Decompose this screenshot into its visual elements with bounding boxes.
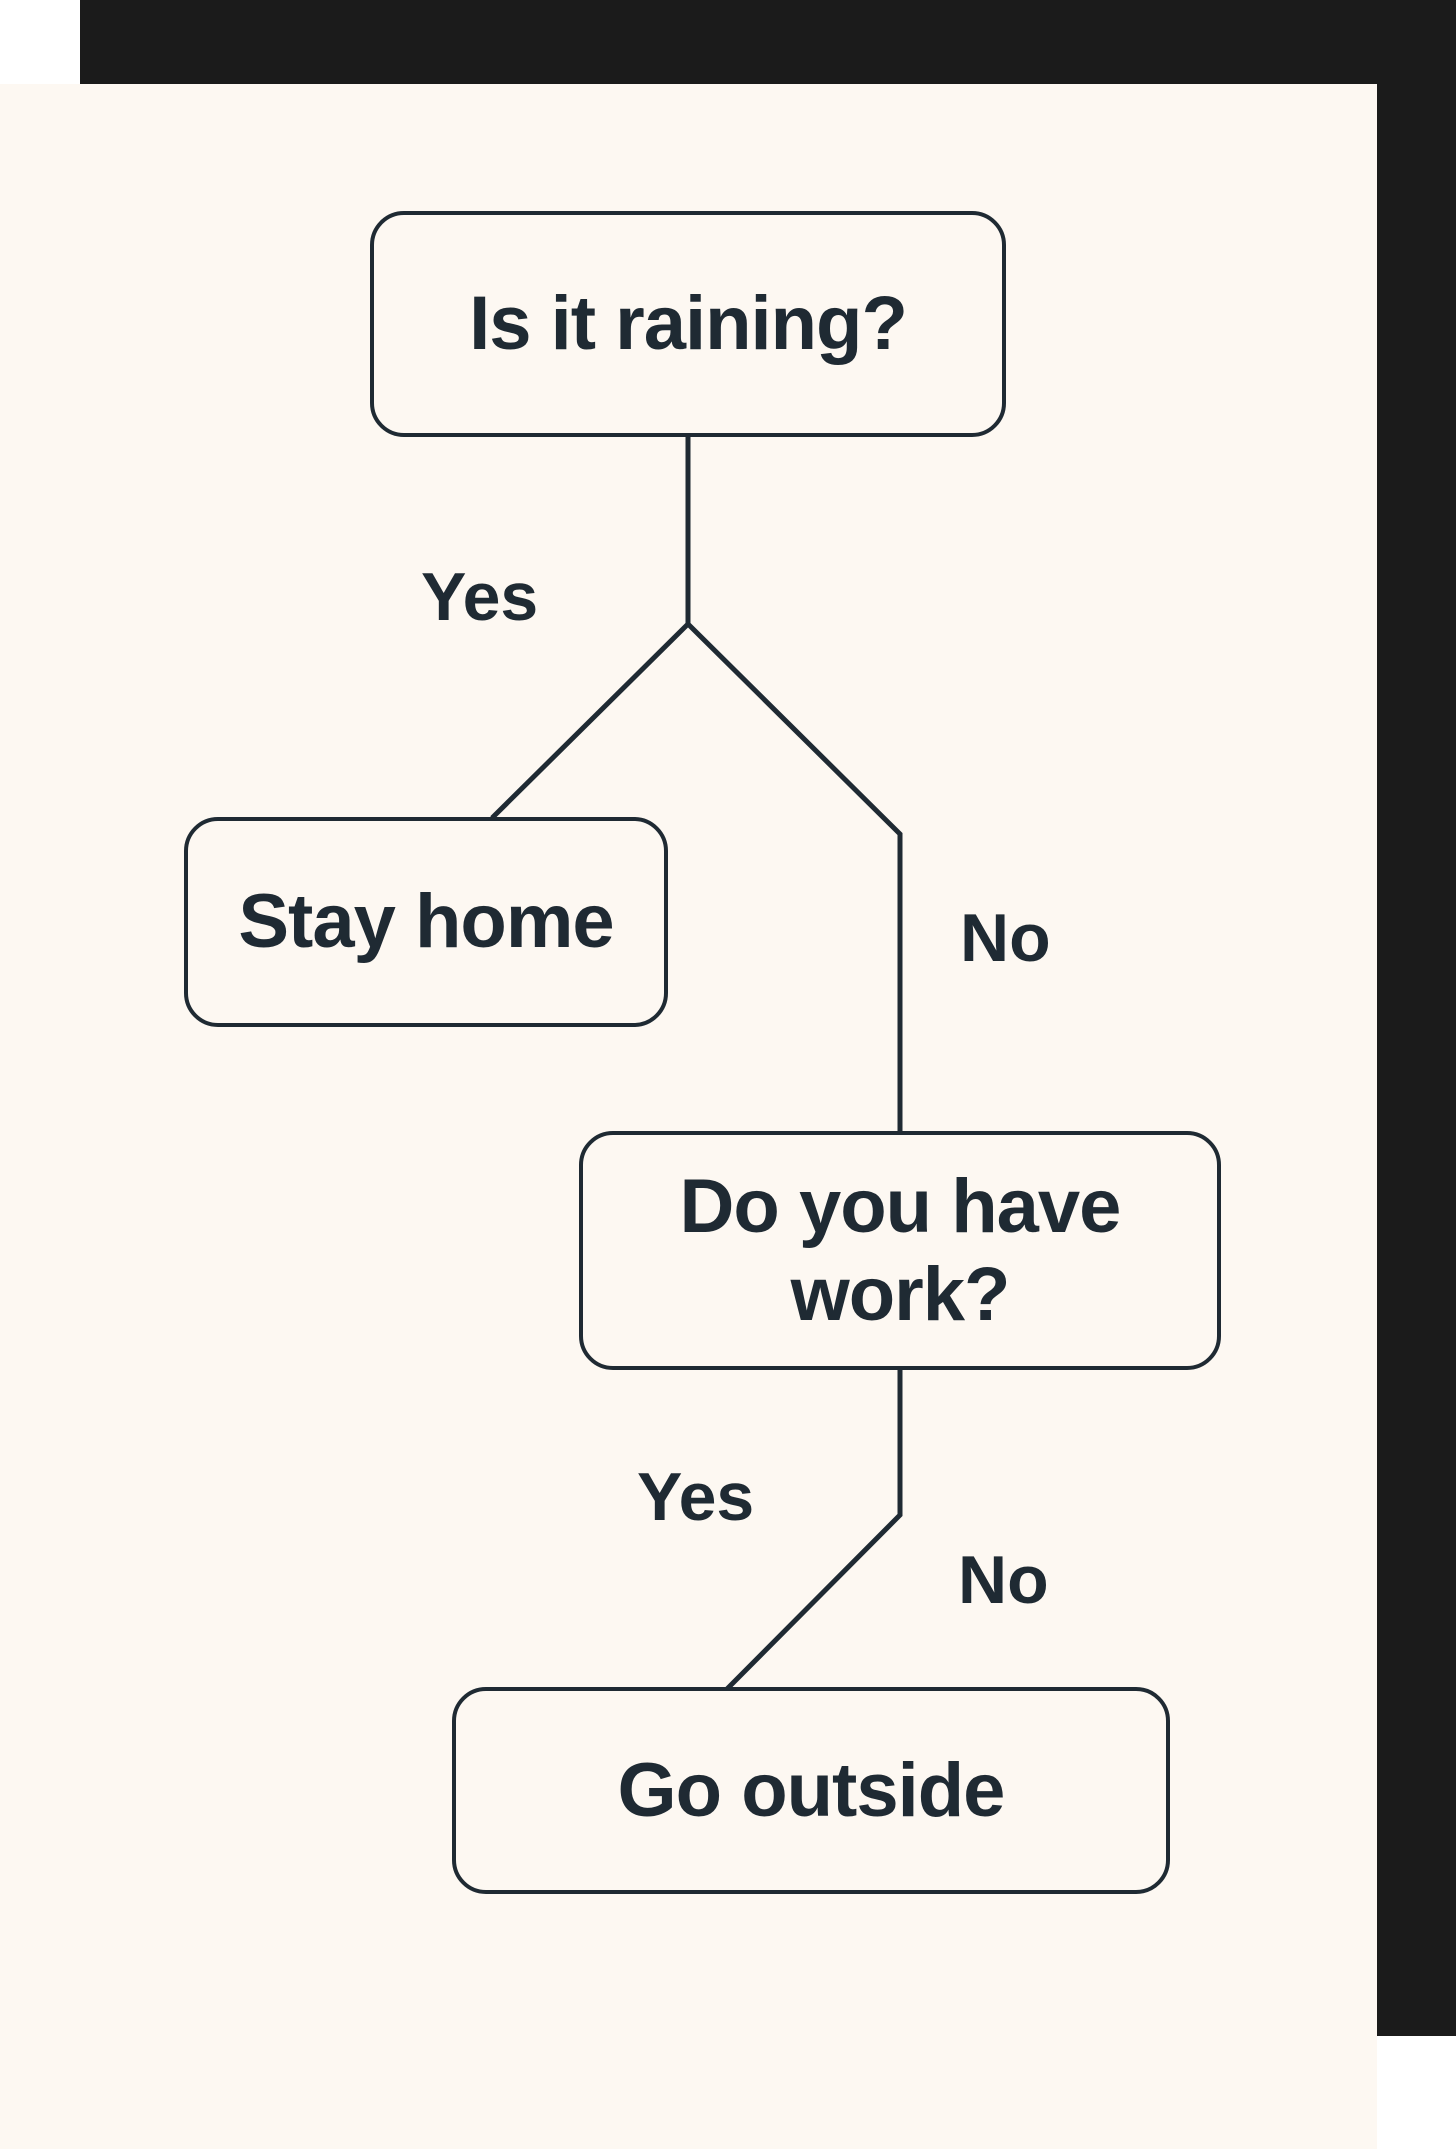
corner-background: [0, 0, 80, 84]
decision-node-have-work-label: Do you have work?: [679, 1164, 1122, 1337]
action-node-go-outside-label: Go outside: [617, 1747, 1006, 1833]
action-node-go-outside: Go outside: [452, 1687, 1170, 1894]
bottom-right-background: [1377, 2036, 1456, 2149]
edge-label-raining-yes: Yes: [421, 559, 539, 635]
frame-right-border: [1377, 0, 1456, 2036]
decision-node-raining-label: Is it raining?: [469, 281, 908, 367]
connector-raining-to-have-work: [686, 622, 903, 1132]
edge-label-work-no: No: [958, 1542, 1049, 1618]
decision-node-raining: Is it raining?: [370, 211, 1006, 437]
edge-label-raining-no: No: [960, 900, 1051, 976]
action-node-stay-home-label: Stay home: [238, 879, 614, 965]
connector-have-work-to-go-outside: [725, 1368, 903, 1691]
frame-top-border: [80, 0, 1456, 84]
action-node-stay-home: Stay home: [184, 817, 668, 1027]
connector-raining-to-stay-home: [490, 622, 690, 820]
decision-node-have-work: Do you have work?: [579, 1131, 1221, 1370]
edge-label-work-yes: Yes: [637, 1459, 755, 1535]
